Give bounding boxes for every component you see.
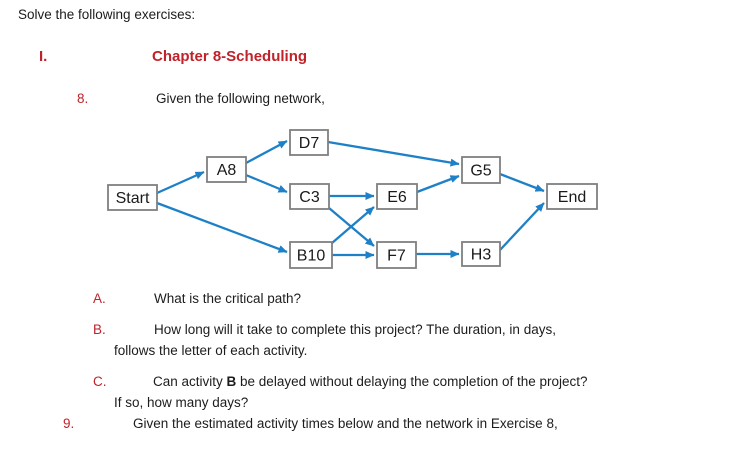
exercise-9-number: 9. bbox=[63, 416, 75, 431]
edge-d7-g5 bbox=[327, 140, 460, 167]
node-label-start: Start bbox=[116, 190, 150, 207]
node-a8 bbox=[206, 156, 247, 183]
question-c-text-line1: Can activity B be delayed without delayi… bbox=[153, 374, 588, 389]
question-c-text-post: be delayed without delaying the completi… bbox=[236, 374, 588, 389]
edge-h3-end bbox=[499, 202, 545, 251]
edge-e6-g5 bbox=[416, 174, 460, 194]
node-label-end: End bbox=[558, 189, 586, 206]
node-label-c3: C3 bbox=[299, 189, 320, 206]
node-start bbox=[107, 184, 158, 211]
node-label-b10: B10 bbox=[297, 248, 326, 265]
node-end bbox=[546, 183, 598, 210]
node-c3 bbox=[289, 183, 330, 210]
question-c-text-bold-b: B bbox=[226, 374, 237, 389]
section-title: Chapter 8-Scheduling bbox=[152, 48, 308, 65]
node-b10 bbox=[289, 241, 333, 269]
node-f7 bbox=[376, 241, 417, 269]
question-b-label: B. bbox=[93, 322, 106, 337]
exercise-8-prompt: Given the following network, bbox=[156, 91, 325, 106]
edge-start-b10 bbox=[156, 201, 288, 254]
question-a-text: What is the critical path? bbox=[154, 291, 302, 306]
node-e6 bbox=[376, 183, 418, 210]
question-b-text-line2: follows the letter of each activity. bbox=[114, 343, 308, 358]
question-a-label: A. bbox=[93, 291, 106, 306]
page-instruction: Solve the following exercises: bbox=[18, 7, 196, 22]
question-c-text-pre: Can activity bbox=[153, 374, 227, 389]
question-c-label: C. bbox=[93, 374, 107, 389]
edge-layer bbox=[156, 139, 545, 259]
node-label-g5: G5 bbox=[470, 163, 491, 180]
node-d7 bbox=[289, 129, 329, 156]
node-label-e6: E6 bbox=[387, 189, 407, 206]
question-c-text-line2: If so, how many days? bbox=[114, 395, 249, 410]
exercise-8-number: 8. bbox=[77, 91, 89, 106]
node-label-h3: H3 bbox=[471, 247, 492, 264]
edge-b10-e6 bbox=[331, 206, 375, 244]
edge-a8-d7 bbox=[245, 139, 288, 165]
question-b-text-line1: How long will it take to complete this p… bbox=[154, 322, 556, 337]
node-label-a8: A8 bbox=[217, 162, 237, 179]
node-label-d7: D7 bbox=[299, 135, 320, 152]
node-label-f7: F7 bbox=[387, 248, 406, 265]
node-h3 bbox=[461, 241, 501, 267]
exercise-9-prompt: Given the estimated activity times below… bbox=[133, 416, 558, 431]
edge-a8-c3 bbox=[245, 173, 288, 194]
section-number: I. bbox=[39, 48, 48, 65]
edge-start-a8 bbox=[156, 170, 205, 195]
edge-g5-end bbox=[499, 172, 545, 193]
node-g5 bbox=[461, 156, 501, 184]
